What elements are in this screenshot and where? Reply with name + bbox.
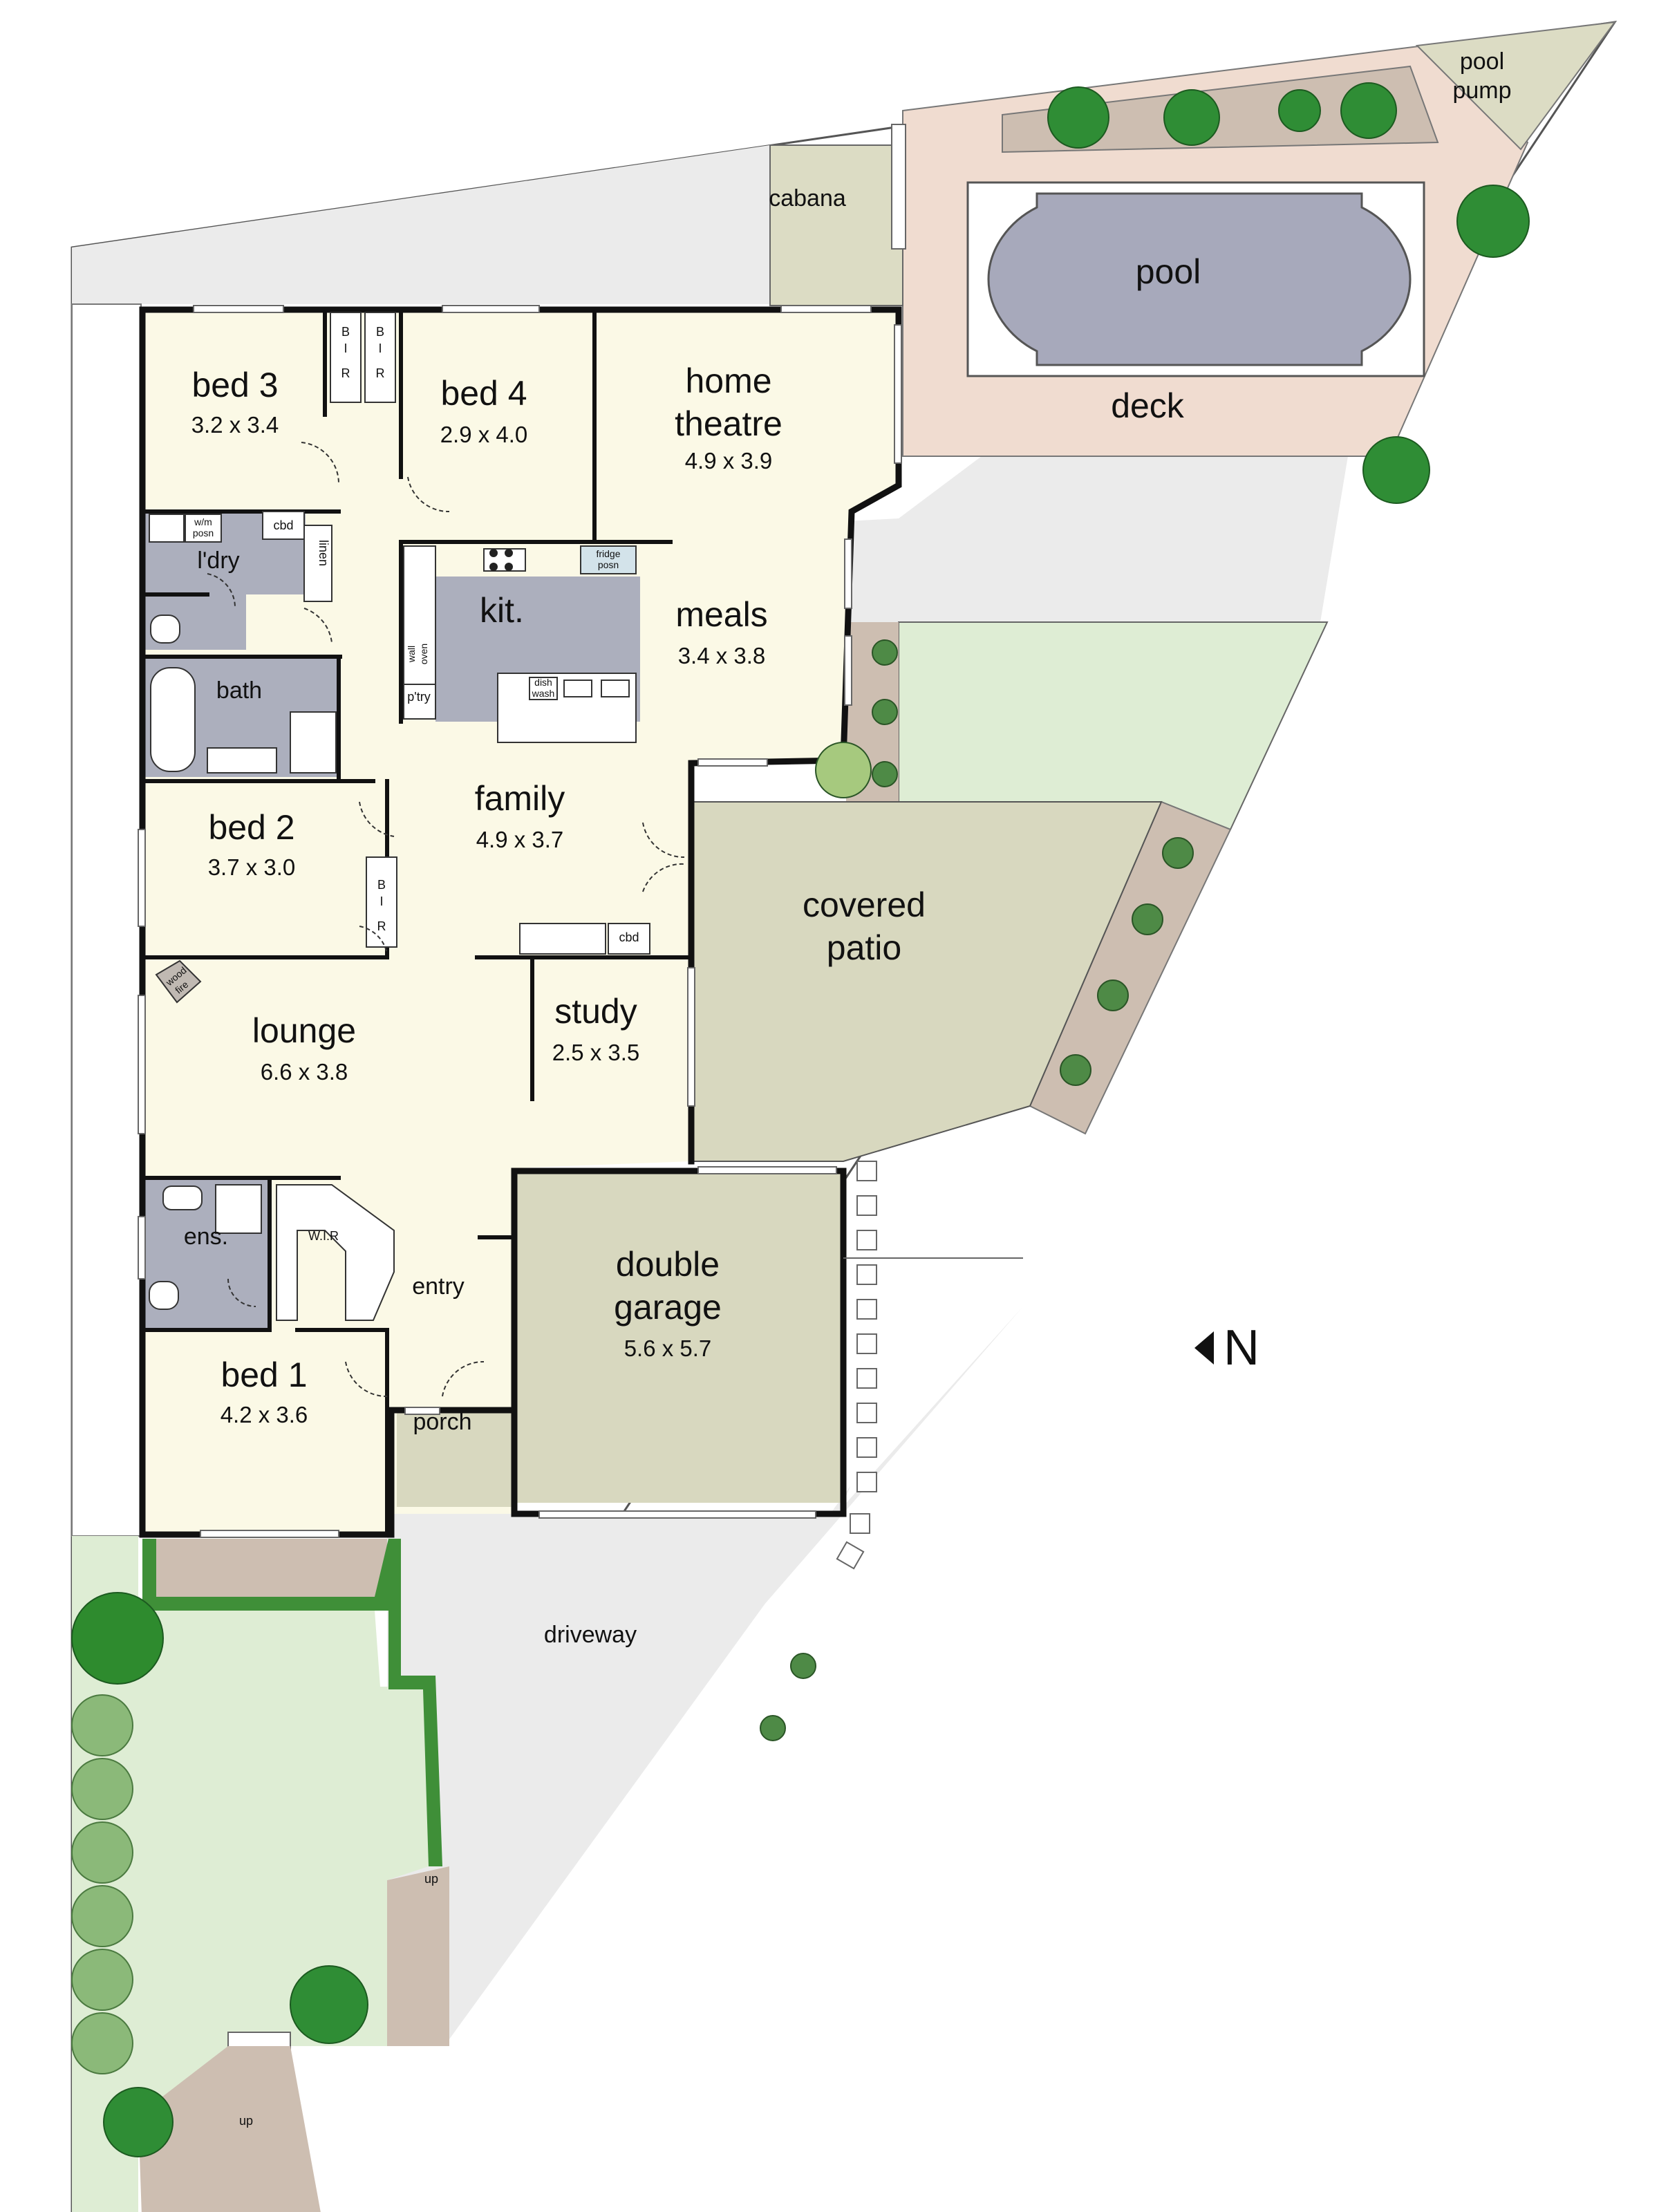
lounge-dim: 6.6 x 3.8 — [261, 1059, 348, 1085]
site-lines — [843, 621, 1327, 1259]
covered-patio-label1: covered — [803, 885, 926, 924]
bed2-name: bed 2 — [208, 808, 294, 847]
pool-deck-paving — [770, 456, 1348, 622]
garage-name1: double — [616, 1245, 720, 1284]
north-garden-bed — [1002, 65, 1439, 153]
side-path-west — [71, 303, 142, 1537]
pool-water — [987, 192, 1412, 366]
bir-i-label-3: I — [379, 894, 383, 908]
laundry-name: l'dry — [197, 547, 239, 574]
wm-label2: posn — [193, 527, 214, 538]
wir-name: W.I.R — [308, 1229, 339, 1243]
driveway-label: driveway — [544, 1622, 637, 1648]
steps-up-label1: up — [424, 1872, 438, 1886]
pool-label: pool — [1136, 252, 1201, 291]
garage-name2: garage — [614, 1288, 722, 1327]
cbd-label-laundry: cbd — [273, 518, 293, 532]
room-labels: bed 3 3.2 x 3.4 bed 4 2.9 x 4.0 home the… — [184, 362, 782, 1435]
cabana-post — [891, 124, 906, 250]
hedge-bushes — [71, 1694, 133, 2074]
door-swings — [207, 442, 685, 1398]
fridge-label1: fridge — [596, 548, 620, 559]
family-dim: 4.9 x 3.7 — [476, 827, 564, 852]
bed1-name: bed 1 — [221, 1356, 307, 1394]
driveway-paving — [394, 1486, 850, 2039]
front-hedge — [142, 1539, 442, 1866]
kitchen-name: kit. — [480, 591, 524, 630]
bir-r-label-3: R — [377, 919, 386, 933]
bir-b-label-3: B — [377, 878, 386, 892]
ensuite-name: ens. — [184, 1224, 228, 1250]
deck-label: deck — [1111, 386, 1185, 425]
north-label: N — [1224, 1320, 1259, 1376]
home-theatre-dim: 4.9 x 3.9 — [685, 448, 773, 474]
porch-area — [397, 1410, 514, 1507]
pool-pump-area — [1415, 21, 1617, 151]
bir-b-label-2: B — [376, 325, 384, 339]
wall-oven-label1: wall — [406, 646, 417, 663]
porch-name: porch — [413, 1409, 471, 1435]
study-dim: 2.5 x 3.5 — [552, 1040, 640, 1065]
dish-label1: dish — [534, 677, 552, 688]
bed3-name: bed 3 — [191, 366, 278, 404]
home-theatre-name1: home — [685, 362, 771, 400]
bed4-dim: 2.9 x 4.0 — [440, 422, 528, 447]
covered-patio-label2: patio — [827, 928, 901, 967]
rear-paving — [72, 145, 770, 304]
front-garden-bed — [145, 1539, 387, 1611]
dish-label2: wash — [532, 688, 555, 699]
pool-pump-label2: pump — [1452, 77, 1511, 104]
palm-trees — [71, 82, 1530, 2157]
windows — [138, 305, 902, 1538]
lounge-name: lounge — [252, 1011, 356, 1050]
bir-r-label-2: R — [376, 366, 385, 380]
entry-name: entry — [412, 1273, 465, 1300]
cabana-label: cabana — [769, 185, 846, 212]
cabana-area — [769, 144, 903, 306]
meals-name: meals — [675, 595, 767, 634]
bir-i-label-1: I — [344, 341, 347, 355]
wm-label1: w/m — [194, 516, 212, 527]
wall-oven-label2: oven — [418, 644, 429, 664]
family-name: family — [475, 779, 565, 818]
bed4-name: bed 4 — [440, 374, 527, 413]
cooktop-icon — [489, 549, 513, 571]
shrubs — [760, 639, 1194, 1741]
north-arrow-icon — [1194, 1331, 1214, 1365]
garage-area — [514, 1171, 843, 1503]
bir-r-label-1: R — [341, 366, 350, 380]
east-lawn — [898, 621, 1329, 831]
garage-dim: 5.6 x 5.7 — [624, 1335, 712, 1361]
fridge-label2: posn — [598, 559, 619, 570]
cbd-label-family: cbd — [619, 930, 639, 944]
outdoor-labels: cabana pool pool pump deck covered patio… — [239, 48, 1512, 2128]
bed2-dim: 3.7 x 3.0 — [208, 854, 296, 880]
pantry-label: p'try — [407, 690, 430, 704]
stepping-stones — [836, 1161, 877, 1570]
linen-label: linen — [317, 540, 330, 566]
home-theatre-name2: theatre — [675, 404, 782, 443]
bath-name: bath — [216, 677, 262, 704]
north-arrow: N — [1194, 1320, 1259, 1376]
pool-pump-label1: pool — [1460, 48, 1504, 75]
bir-b-label-1: B — [341, 325, 350, 339]
fixtures — [149, 312, 650, 1321]
steps-up-label2: up — [239, 2114, 253, 2128]
bir-i-label-2: I — [378, 341, 382, 355]
front-lawn — [138, 1611, 449, 2115]
front-entry-bed — [138, 2046, 321, 2212]
study-name: study — [554, 992, 637, 1031]
bed1-dim: 4.2 x 3.6 — [221, 1402, 308, 1427]
bed3-dim: 3.2 x 3.4 — [191, 412, 279, 438]
steps-area — [387, 1866, 449, 2046]
meals-dim: 3.4 x 3.8 — [678, 643, 766, 668]
